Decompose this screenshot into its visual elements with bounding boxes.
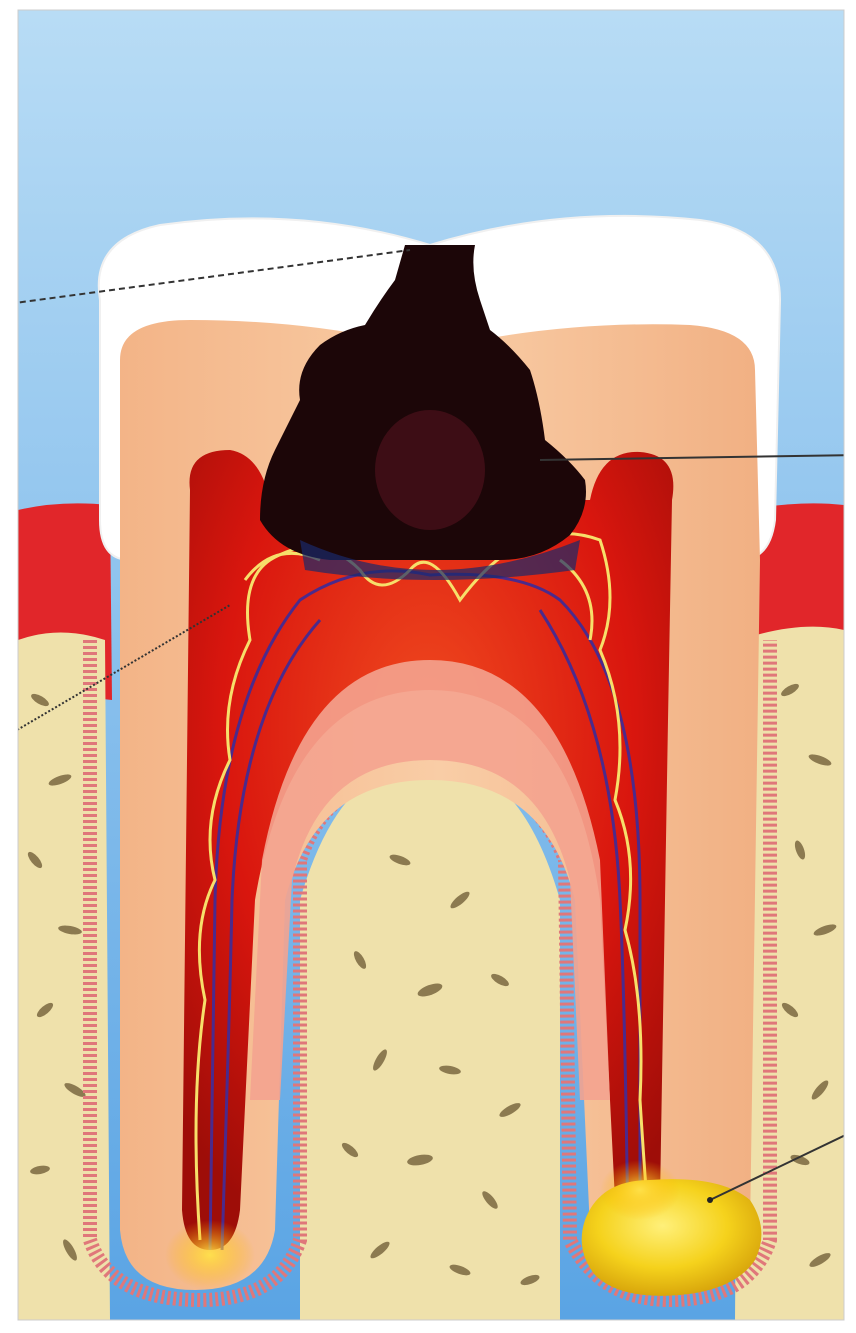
root-apex-glow — [165, 1220, 255, 1290]
abscess-marker — [707, 1197, 713, 1203]
abscess-glow — [600, 1160, 680, 1220]
caries-highlight — [375, 410, 485, 530]
